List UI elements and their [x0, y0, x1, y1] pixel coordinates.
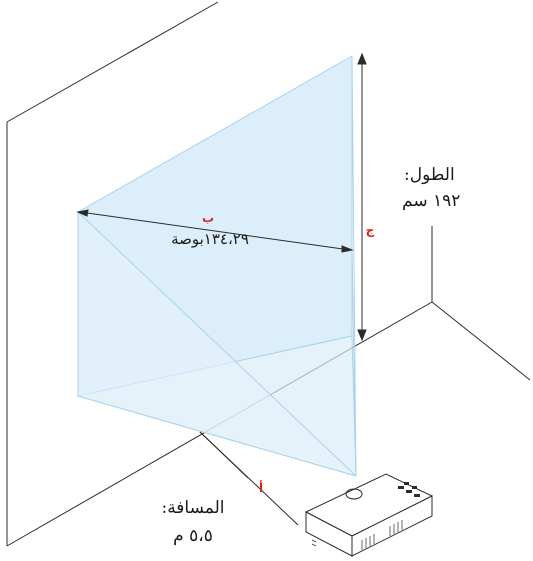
distance-line	[199, 431, 249, 479]
projector-buttons	[398, 482, 420, 497]
height-dimension	[357, 52, 367, 342]
distance-dimension	[199, 431, 249, 479]
distance-title-label: المسافة:	[161, 498, 224, 518]
projector-side	[351, 495, 433, 557]
projector-icon	[304, 473, 434, 557]
distance-value-label: ٥،٥ م	[173, 526, 213, 546]
width-dimension	[76, 209, 354, 253]
wall-top-edge	[6, 1, 219, 123]
width-marker-label: ب	[202, 211, 214, 225]
width-arrow-line	[79, 211, 351, 251]
width-value-label: ١٣٤،٢٩بوصة	[171, 230, 249, 248]
projector-foot-marks	[311, 539, 317, 547]
distance-marker-label: أ	[259, 480, 263, 495]
height-arrowhead-top	[357, 52, 367, 65]
beam-ray-mid	[351, 247, 357, 477]
height-value-label: ١٩٢ سم	[402, 191, 460, 211]
height-title-label: الطول:	[404, 165, 455, 185]
projection-beam	[77, 55, 357, 477]
beam-ray-top-right	[351, 55, 357, 477]
height-arrowhead-bottom	[357, 329, 367, 342]
beam-left-face	[77, 210, 357, 477]
projector-vents	[361, 520, 403, 550]
floor-right-line	[431, 301, 531, 381]
dell-logo-icon	[345, 488, 363, 500]
width-arrowhead-right	[341, 245, 354, 253]
width-arrowhead-left	[76, 209, 89, 217]
height-marker-label: ج	[366, 223, 375, 237]
